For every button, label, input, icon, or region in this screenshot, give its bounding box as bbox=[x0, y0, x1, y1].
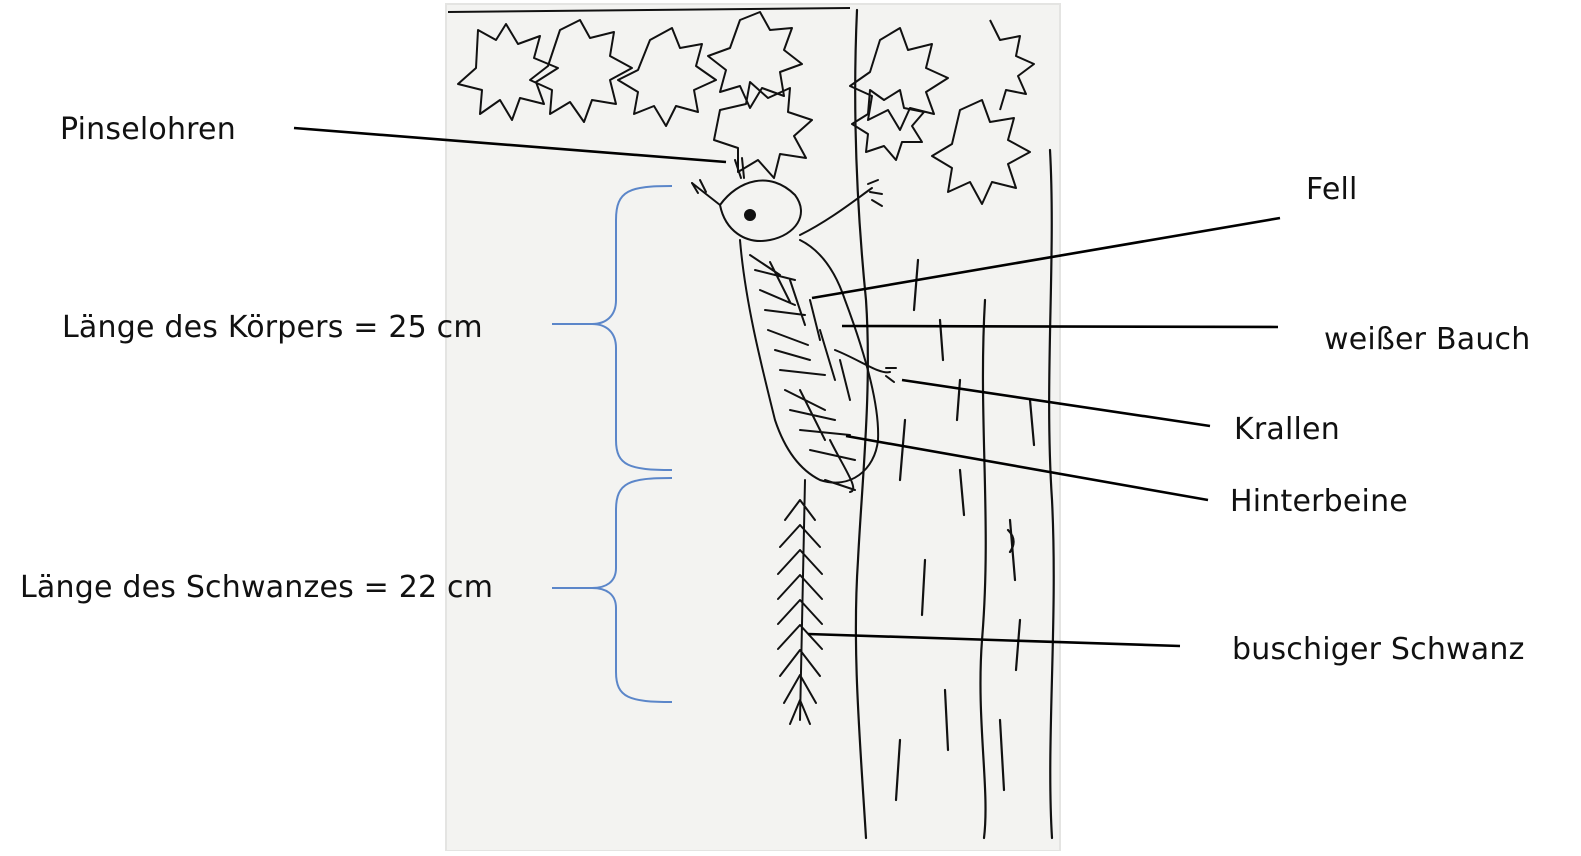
eye bbox=[745, 210, 755, 220]
label-fur: Fell bbox=[1306, 172, 1358, 207]
label-belly: weißer Bauch bbox=[1324, 322, 1530, 357]
paper-sheet bbox=[446, 4, 1060, 851]
label-ears: Pinselohren bbox=[60, 112, 236, 147]
leader-belly bbox=[842, 326, 1278, 327]
label-tail-length: Länge des Schwanzes = 22 cm bbox=[20, 570, 493, 605]
label-claws: Krallen bbox=[1234, 412, 1340, 447]
label-tail: buschiger Schwanz bbox=[1232, 632, 1525, 667]
label-hind-legs: Hinterbeine bbox=[1230, 484, 1408, 519]
label-body-length: Länge des Körpers = 25 cm bbox=[62, 310, 483, 345]
